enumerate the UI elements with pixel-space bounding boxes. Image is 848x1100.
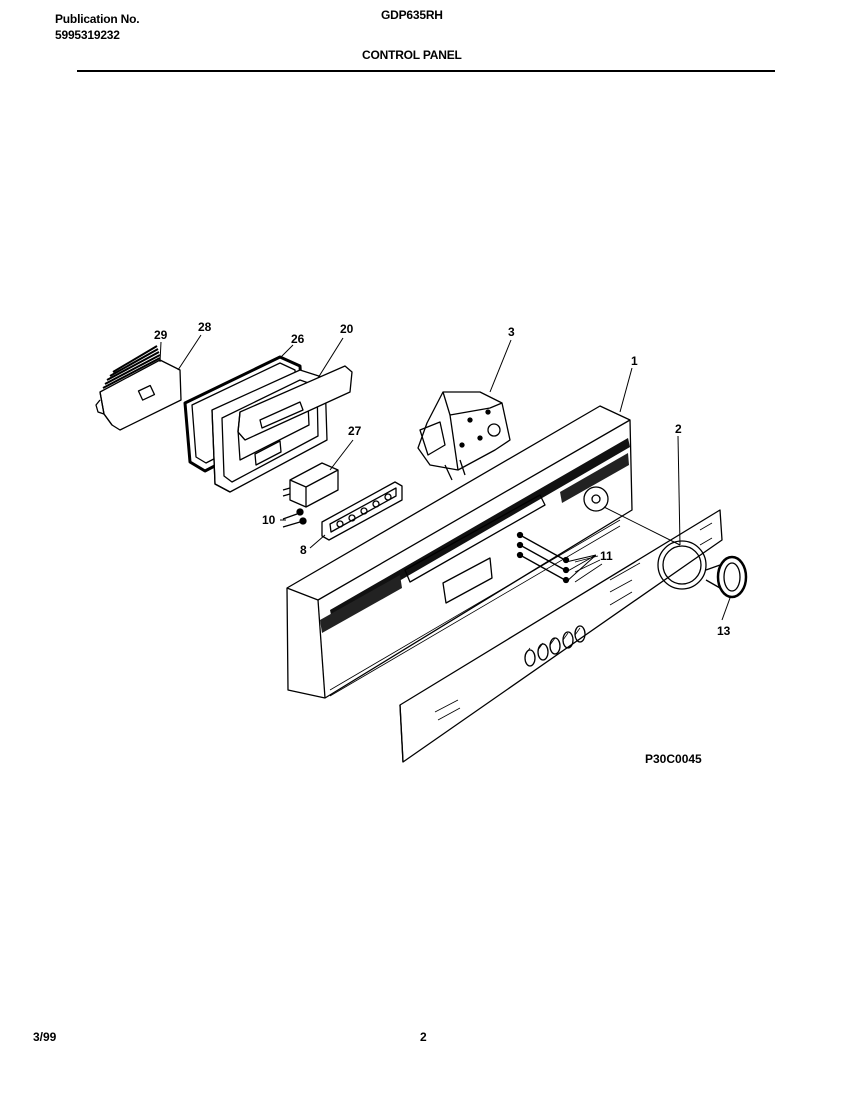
- callout-10: 10: [262, 513, 276, 527]
- part-2-console-panel: [399, 509, 723, 763]
- callout-11: 11: [600, 549, 613, 563]
- callout-3: 3: [508, 325, 515, 339]
- callout-29: 29: [154, 328, 168, 342]
- publication-label: Publication No.: [55, 12, 140, 26]
- callout-13: 13: [717, 624, 731, 638]
- callout-20: 20: [340, 322, 354, 336]
- page-number: 2: [420, 1030, 427, 1044]
- callout-26: 26: [291, 332, 305, 346]
- section-title: CONTROL PANEL: [362, 48, 462, 62]
- model-number: GDP635RH: [381, 8, 443, 22]
- part-13-knob: [705, 555, 748, 599]
- footer-date: 3/99: [33, 1030, 57, 1044]
- callout-2: 2: [675, 422, 682, 436]
- publication-number: 5995319232: [55, 28, 120, 42]
- part-20-handle: [237, 365, 353, 441]
- part-10-screws: [282, 508, 307, 528]
- callout-1: 1: [631, 354, 638, 368]
- part-27-switch: [282, 462, 339, 508]
- part-8-board: [321, 481, 403, 541]
- figure-code: P30C0045: [645, 752, 702, 766]
- part-1-control-panel: [286, 405, 633, 699]
- callout-27: 27: [348, 424, 362, 438]
- part-29-bracket: [95, 345, 182, 431]
- callout-28: 28: [198, 320, 212, 334]
- header-rule: [77, 70, 775, 72]
- leader-lines: [159, 334, 731, 621]
- part-3-timer: [417, 391, 511, 481]
- callout-8: 8: [300, 543, 307, 557]
